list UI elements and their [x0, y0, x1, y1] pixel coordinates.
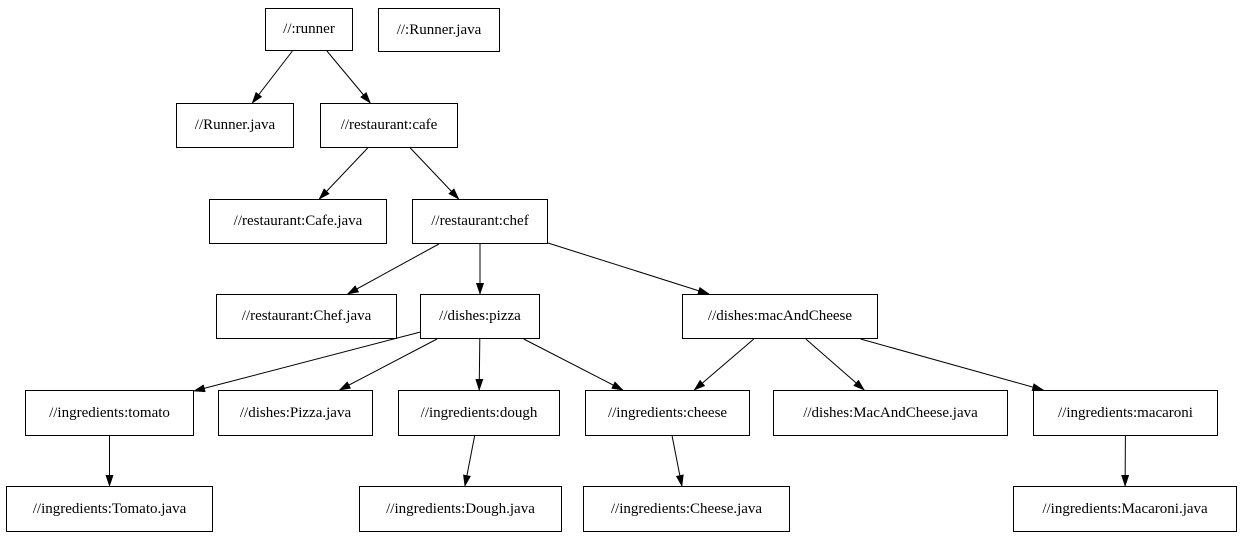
edge-macandcheese-to-macaroni	[860, 338, 1045, 391]
node-label: //dishes:MacAndCheese.java	[803, 404, 978, 421]
edge-cafe-to-chef	[409, 147, 460, 200]
graph-node-cafe: //restaurant:cafe	[320, 103, 458, 148]
node-label: //ingredients:dough	[420, 404, 538, 421]
graph-node-macandcheese: //dishes:macAndCheese	[682, 294, 878, 339]
node-label: //restaurant:Chef.java	[241, 308, 372, 324]
edge-runner-to-cafe	[326, 50, 371, 104]
graph-node-cafe_java: //restaurant:Cafe.java	[209, 199, 387, 244]
graph-node-pizza: //dishes:pizza	[420, 294, 540, 339]
graph-node-tomato_java: //ingredients:Tomato.java	[6, 486, 213, 532]
edge-pizza-to-dough	[475, 338, 484, 391]
node-label: //ingredients:Dough.java	[386, 500, 535, 517]
edge-pizza-to-cheese	[523, 338, 624, 391]
graph-node-dough_java: //ingredients:Dough.java	[359, 486, 562, 532]
node-label: //ingredients:Macaroni.java	[1042, 500, 1208, 517]
graph-node-runner: //:runner	[265, 8, 353, 51]
node-label: //:Runner.java	[396, 21, 482, 38]
node-label: //restaurant:chef	[431, 213, 529, 229]
edge-group	[105, 50, 1130, 487]
edge-cheese-to-cheese_java	[671, 435, 684, 487]
graph-node-tomato: //ingredients:tomato	[25, 390, 194, 436]
node-label: //ingredients:cheese	[607, 404, 728, 421]
node-label: //restaurant:Cafe.java	[233, 213, 363, 229]
edge-chef-to-chef_java	[346, 243, 440, 295]
edge-cafe-to-cafe_java	[318, 147, 369, 200]
edge-macandcheese-to-cheese	[693, 338, 755, 391]
graph-node-cheese_java: //ingredients:Cheese.java	[583, 486, 790, 532]
graph-node-runner_java_root: //:Runner.java	[378, 8, 500, 52]
graph-node-macaroni: //ingredients:macaroni	[1033, 390, 1218, 436]
node-label: //ingredients:macaroni	[1058, 404, 1193, 421]
graph-node-macandcheese_java: //dishes:MacAndCheese.java	[773, 390, 1008, 436]
graph-node-chef: //restaurant:chef	[412, 199, 548, 244]
node-label: //Runner.java	[194, 117, 276, 133]
graph-node-cheese: //ingredients:cheese	[585, 390, 750, 436]
node-label: //:runner	[283, 21, 335, 37]
graph-node-macaroni_java: //ingredients:Macaroni.java	[1013, 486, 1237, 532]
node-label: //ingredients:Tomato.java	[32, 500, 187, 517]
edge-chef-to-macandcheese	[547, 242, 710, 295]
graph-node-runner_java: //Runner.java	[176, 103, 294, 148]
node-label: //dishes:Pizza.java	[239, 404, 352, 421]
node-label: //dishes:pizza	[439, 308, 521, 324]
node-label: //ingredients:tomato	[49, 404, 170, 421]
edge-pizza-to-tomato	[193, 331, 421, 393]
edge-macandcheese-to-macandcheese_java	[805, 338, 865, 391]
edge-dough-to-dough_java	[463, 435, 476, 487]
graph-node-dough: //ingredients:dough	[398, 390, 560, 436]
node-label: //restaurant:cafe	[340, 117, 438, 133]
graph-node-chef_java: //restaurant:Chef.java	[216, 294, 397, 339]
node-label: //ingredients:Cheese.java	[610, 500, 763, 517]
node-label: //dishes:macAndCheese	[707, 308, 853, 324]
edge-pizza-to-pizza_java	[338, 338, 438, 391]
edge-runner-to-runner_java	[251, 50, 293, 104]
graph-node-pizza_java: //dishes:Pizza.java	[218, 390, 373, 436]
